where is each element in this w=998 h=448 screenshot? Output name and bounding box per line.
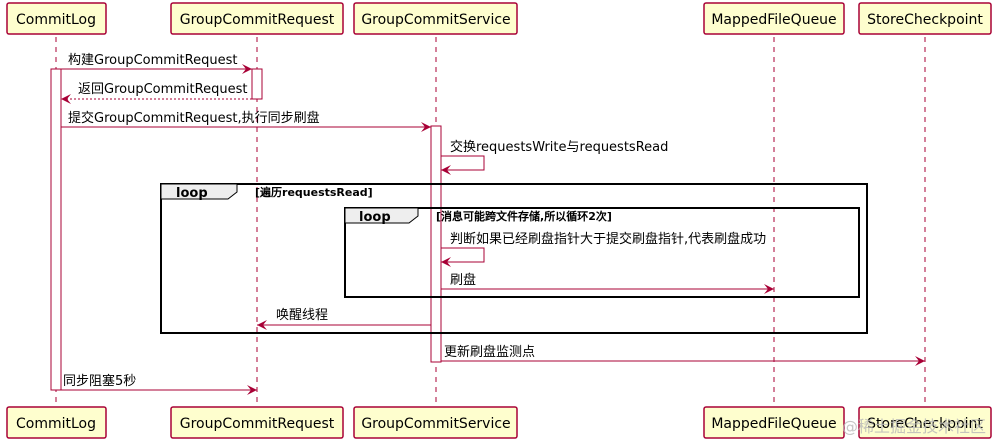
message-build-request: 构建GroupCommitRequest <box>61 53 252 74</box>
message-return-request: 返回GroupCommitRequest <box>61 82 252 104</box>
loop-frame-inner: loop [消息可能跨文件存储,所以循环2次] <box>344 207 860 298</box>
message-update-checkpoint: 更新刷盘监测点 <box>441 344 925 366</box>
loop-outer-condition: [遍历requestsRead] <box>255 185 373 199</box>
message-check-flush: 判断如果已经刷盘指针大于提交刷盘指针,代表刷盘成功 <box>441 231 766 267</box>
loop-outer-keyword: loop <box>176 186 208 201</box>
message-flush-label: 刷盘 <box>450 272 476 288</box>
participant-checkpoint-bottom: StoreCheckpoint <box>858 406 992 439</box>
participant-service-top: GroupCommitService <box>353 2 518 35</box>
participant-commitlog-bottom: CommitLog <box>6 406 107 439</box>
participant-commitlog-top: CommitLog <box>6 2 107 35</box>
participant-checkpoint-top: StoreCheckpoint <box>858 2 992 35</box>
message-check-flush-label: 判断如果已经刷盘指针大于提交刷盘指针,代表刷盘成功 <box>450 231 766 247</box>
message-build-request-label: 构建GroupCommitRequest <box>68 53 237 68</box>
participant-service-label: GroupCommitService <box>361 12 510 28</box>
message-sync-block-label: 同步阻塞5秒 <box>63 373 136 389</box>
message-wake-thread-label: 唤醒线程 <box>276 308 328 323</box>
participant-queue-bottom-label: MappedFileQueue <box>711 416 836 432</box>
participant-checkpoint-bottom-label: StoreCheckpoint <box>867 416 983 432</box>
message-return-request-label: 返回GroupCommitRequest <box>78 82 247 97</box>
activation-service <box>430 125 442 363</box>
message-sync-block: 同步阻塞5秒 <box>61 373 257 395</box>
activation-commitlog <box>50 68 62 391</box>
loop-inner-condition: [消息可能跨文件存储,所以循环2次] <box>436 209 612 223</box>
participant-commitlog-label: CommitLog <box>16 12 96 28</box>
participant-request-bottom: GroupCommitRequest <box>170 406 344 439</box>
message-submit-request-label: 提交GroupCommitRequest,执行同步刷盘 <box>68 110 320 126</box>
participant-request-top: GroupCommitRequest <box>170 2 344 35</box>
participant-request-label: GroupCommitRequest <box>180 12 335 28</box>
participant-service-bottom-label: GroupCommitService <box>361 416 510 432</box>
message-flush: 刷盘 <box>441 272 774 294</box>
participant-queue-top: MappedFileQueue <box>703 2 845 35</box>
participant-queue-label: MappedFileQueue <box>711 12 836 28</box>
participant-checkpoint-label: StoreCheckpoint <box>867 12 983 28</box>
participant-request-bottom-label: GroupCommitRequest <box>180 416 335 432</box>
message-swap-requests-label: 交换requestsWrite与requestsRead <box>450 139 668 155</box>
watermark: @稀土掘金技术社区 <box>842 417 986 436</box>
participant-queue-bottom: MappedFileQueue <box>703 406 845 439</box>
message-swap-requests: 交换requestsWrite与requestsRead <box>441 139 668 175</box>
loop-frame-outer: loop [遍历requestsRead] <box>160 183 868 334</box>
participant-service-bottom: GroupCommitService <box>353 406 518 439</box>
message-update-checkpoint-label: 更新刷盘监测点 <box>444 344 535 360</box>
participant-commitlog-bottom-label: CommitLog <box>16 416 96 432</box>
message-wake-thread: 唤醒线程 <box>257 308 431 330</box>
activation-request <box>251 68 263 100</box>
loop-inner-keyword: loop <box>359 210 391 225</box>
message-submit-request: 提交GroupCommitRequest,执行同步刷盘 <box>61 110 431 132</box>
